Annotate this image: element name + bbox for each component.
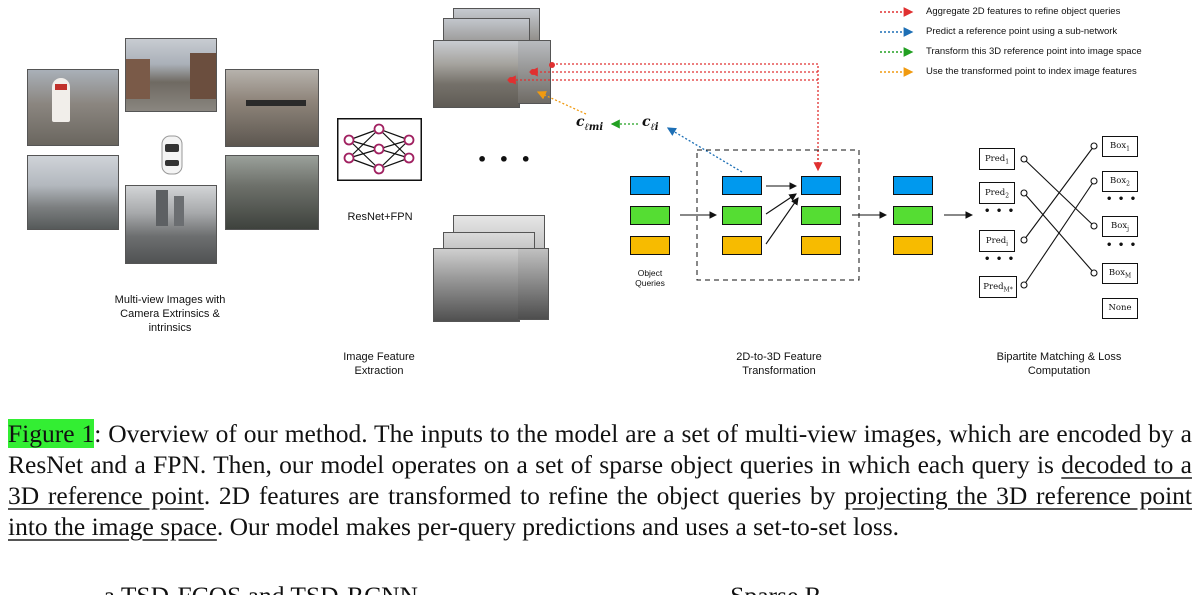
camera-image-front-left bbox=[27, 69, 119, 146]
neural-network-icon bbox=[337, 118, 422, 181]
camera-image-back-left bbox=[27, 155, 119, 230]
legend-item-aggregate: Aggregate 2D features to refine object q… bbox=[926, 6, 1121, 17]
camera-image-back bbox=[125, 185, 217, 264]
query-box-blue bbox=[801, 176, 841, 195]
figure-label[interactable]: Figure 1 bbox=[8, 419, 95, 448]
query-box-green bbox=[722, 206, 762, 225]
car-icon bbox=[161, 135, 183, 175]
caption-underline-1: decoded to a 3D reference point bbox=[8, 450, 1192, 510]
ground-truth-box: Box1 bbox=[1102, 136, 1138, 157]
none-box: None bbox=[1102, 298, 1138, 319]
prediction-box: Predi bbox=[979, 230, 1015, 252]
query-box-yellow bbox=[893, 236, 933, 255]
legend-item-index: Use the transformed point to index image… bbox=[926, 66, 1137, 77]
ground-truth-box: BoxM bbox=[1102, 263, 1138, 284]
multiview-label: Multi-view Images with Camera Extrinsics… bbox=[114, 294, 226, 334]
query-box-yellow bbox=[722, 236, 762, 255]
box-ellipsis: • • • bbox=[1106, 240, 1138, 251]
prediction-box: Pred1 bbox=[979, 148, 1015, 170]
query-box-blue bbox=[722, 176, 762, 195]
figure-caption: Figure 1: Overview of our method. The in… bbox=[8, 419, 1193, 541]
query-box-green bbox=[893, 206, 933, 225]
legend-item-predict: Predict a reference point using a sub-ne… bbox=[926, 26, 1118, 37]
ground-truth-box: Box2 bbox=[1102, 171, 1138, 192]
query-box-yellow bbox=[630, 236, 670, 255]
next-paragraph-fragment: ... ... ... ...a TSD-FCOS and TSD-RCNN .… bbox=[8, 581, 1192, 595]
matching-label: Bipartite Matching & Loss Computation bbox=[996, 351, 1122, 377]
prediction-ellipsis: • • • bbox=[984, 254, 1016, 265]
query-box-green bbox=[801, 206, 841, 225]
object-queries-label: Object Queries bbox=[635, 268, 665, 288]
camera-image-front-right bbox=[225, 69, 319, 147]
c-li-label: cℓi bbox=[642, 114, 659, 133]
feature-extraction-label: Image Feature Extraction bbox=[343, 351, 415, 377]
query-box-green bbox=[630, 206, 670, 225]
prediction-ellipsis: • • • bbox=[984, 206, 1016, 217]
prediction-box: Pred2 bbox=[979, 182, 1015, 204]
transformation-label: 2D-to-3D Feature Transformation bbox=[736, 351, 822, 377]
ellipsis-dots: • • • bbox=[477, 150, 534, 169]
camera-image-front bbox=[125, 38, 217, 112]
query-box-yellow bbox=[801, 236, 841, 255]
c-lmi-label: cℓmi bbox=[576, 114, 604, 133]
legend-item-transform: Transform this 3D reference point into i… bbox=[926, 46, 1142, 57]
resnet-label: ResNet+FPN bbox=[347, 211, 413, 223]
prediction-box: PredM* bbox=[979, 276, 1017, 298]
caption-underline-2: projecting the 3D reference point into t… bbox=[8, 481, 1193, 541]
ground-truth-box: Boxj bbox=[1102, 216, 1138, 237]
diagram-arrows bbox=[506, 7, 1098, 289]
query-box-blue bbox=[893, 176, 933, 195]
camera-image-back-right bbox=[225, 155, 319, 230]
query-box-blue bbox=[630, 176, 670, 195]
box-ellipsis: • • • bbox=[1106, 194, 1138, 205]
